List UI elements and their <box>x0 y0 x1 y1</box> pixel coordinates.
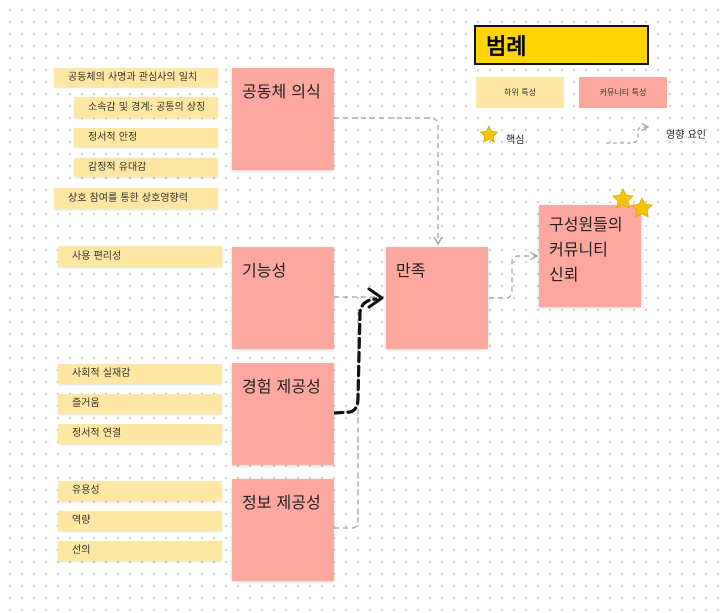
trust-note: 구성원들의 커뮤니티 신뢰 <box>539 205 641 307</box>
sub-feature-emotional-stability: 정서적 안정 <box>74 128 218 147</box>
legend-core-label: 핵심 <box>506 135 525 146</box>
sub-feature-benevolence: 선의 <box>58 541 222 561</box>
sub-feature-ease-of-use: 사용 편리성 <box>58 246 222 267</box>
sub-feature-competence: 역량 <box>58 511 222 531</box>
sub-feature-belonging-boundaries: 소속감 및 경계: 공통의 상징 <box>74 97 218 118</box>
experience-note: 경험 제공성 <box>232 363 334 465</box>
satisfaction-note: 만족 <box>386 247 488 349</box>
connector-satisfaction-to-trust <box>489 251 539 299</box>
connector-community-sense-to-satisfaction <box>334 117 443 246</box>
legend-influence-arrow <box>606 122 650 144</box>
information-note: 정보 제공성 <box>232 479 334 581</box>
legend-star-icon <box>479 125 499 143</box>
sub-feature-emotional-bond: 감정적 유대감 <box>74 158 218 177</box>
sub-feature-social-presence: 사회적 실재감 <box>58 364 222 384</box>
star-icon <box>631 197 653 218</box>
sub-feature-emotional-connection: 정서적 연결 <box>58 424 222 444</box>
core-arrowhead <box>367 287 384 309</box>
core-connector-experience-to-satisfaction <box>332 297 378 415</box>
legend-community-feature-chip: 커뮤니티 특성 <box>579 77 667 108</box>
legend-title: 범례 <box>474 25 649 65</box>
usability-note: 기능성 <box>232 247 334 349</box>
legend-sub-feature-chip: 하위 특성 <box>476 77 564 108</box>
sub-feature-mutual-influence: 상호 참여를 통한 상호영향력 <box>54 188 218 209</box>
connector-information-to-satisfaction <box>334 312 359 529</box>
star-icon <box>612 188 634 209</box>
sub-feature-mission-alignment: 공동체의 사명과 관심사의 일치 <box>54 68 218 87</box>
sub-feature-enjoyment: 즐거움 <box>58 394 222 414</box>
community-sense-note: 공동체 의식 <box>232 68 334 170</box>
sub-feature-usefulness: 유용성 <box>58 481 222 501</box>
legend-influence-label: 영향 요인 <box>666 130 706 141</box>
